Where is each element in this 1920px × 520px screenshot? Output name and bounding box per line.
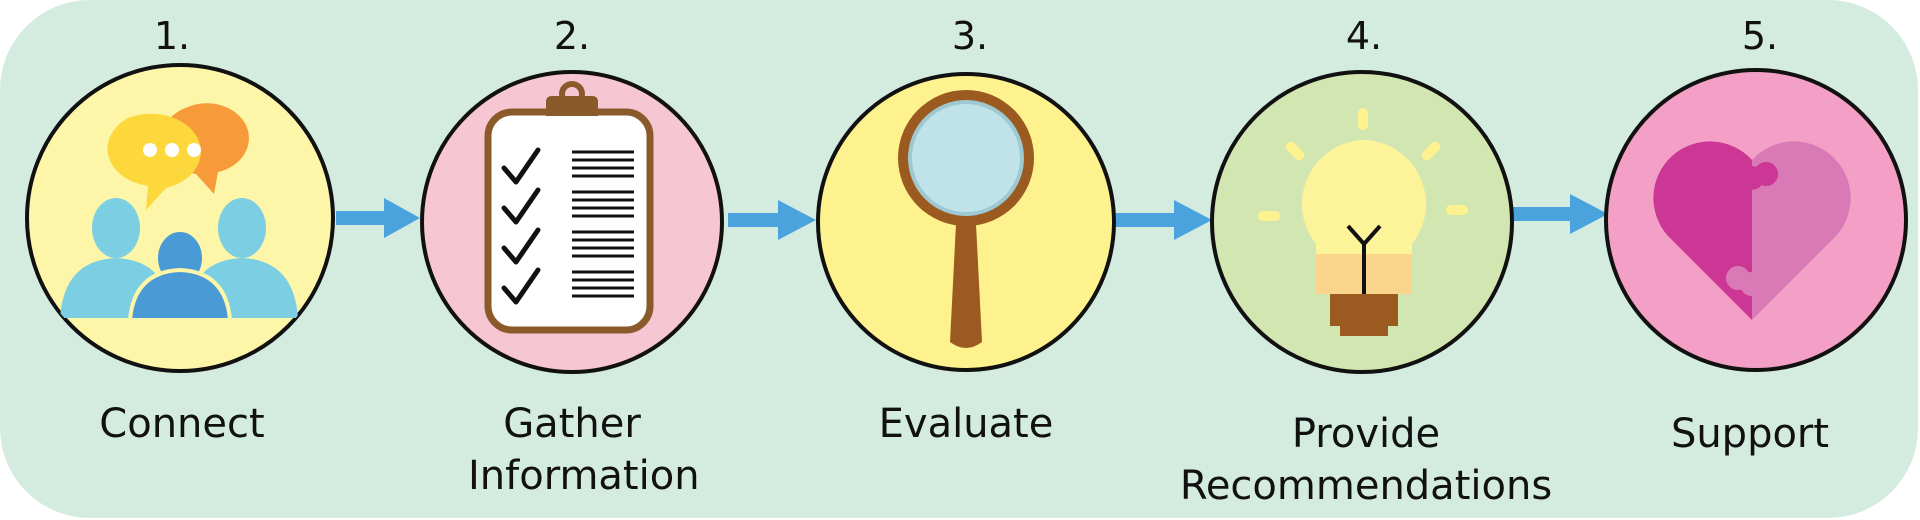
step-5-label: Support [1670, 411, 1830, 457]
magnifying-glass-icon [898, 90, 1034, 348]
step-2-number: 2. [553, 14, 591, 58]
step-1-number: 1. [153, 14, 191, 58]
step-3-label: Evaluate [878, 401, 1054, 447]
step-3-circle [816, 72, 1116, 372]
arrow-right-icon [728, 200, 816, 240]
arrow-right-icon [1512, 194, 1608, 234]
step-1-label: Connect [99, 401, 265, 447]
step-4-number: 4. [1345, 14, 1383, 58]
step-2-label: Gather Information [468, 401, 700, 499]
lightbulb-icon [1258, 108, 1468, 336]
step-5-number: 5. [1741, 14, 1779, 58]
people-conversation-icon [60, 103, 298, 322]
arrow-right-icon [336, 198, 420, 238]
step-5-circle [1604, 68, 1908, 372]
puzzle-heart-icon [1653, 141, 1851, 320]
step-4-circle [1210, 70, 1514, 374]
arrow-right-icon [1116, 200, 1212, 240]
step-1-circle [25, 63, 335, 373]
step-2-circle [420, 70, 724, 374]
step-4-label: Provide Recommendations [1179, 411, 1553, 509]
step-3-number: 3. [951, 14, 989, 58]
clipboard-checklist-icon [484, 81, 654, 334]
